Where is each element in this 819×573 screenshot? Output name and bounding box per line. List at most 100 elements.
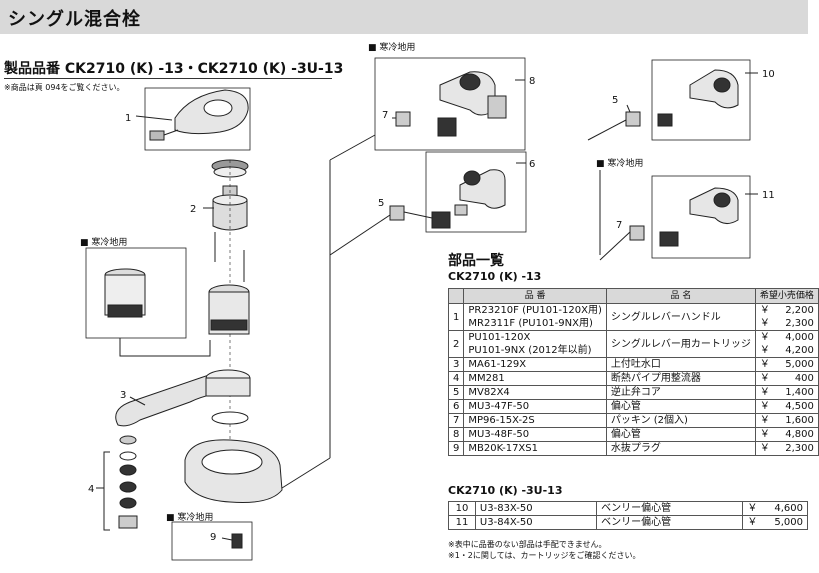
price-value: 5,000 [785,359,814,370]
part-code: MB20K-17XS1 [463,441,607,456]
part-no: 2 [447,330,465,358]
eccentric-pipe-6 [431,169,506,229]
price-line: ￥1,600 [760,414,814,427]
price-line: ￥ 2,200 [760,304,814,317]
part-no: 3 [447,357,465,372]
part-code: U3-83X-50 [474,501,598,516]
cartridge-part [211,159,249,231]
part-name: パッキン (2個入) [605,413,756,428]
model-label-1: CK2710 (K) -13 [448,270,542,283]
callout-2: 2 [190,204,196,215]
part-name: 上付吐水口 [605,357,756,372]
price-value: 4,000 [785,332,814,343]
part-price: ￥4,500 [754,399,819,414]
part-price: ￥1,400 [754,385,819,400]
yen-symbol: ￥ [759,332,770,343]
part-code-line: MB20K-17XS1 [468,443,538,454]
part-name: 水抜プラグ [605,441,756,456]
part-no: 5 [447,385,465,400]
footnote-2: ※1・2に関しては、カートリッジをご確認ください。 [448,551,641,560]
callout-6: 6 [529,159,535,170]
part-code-line: U3-83X-50 [479,503,533,514]
callout-9: 9 [210,532,216,543]
parts-heading: 部品一覧 [448,253,504,269]
part-no: 8 [447,427,465,442]
yen-symbol: ￥ [759,373,770,384]
handle-part [149,89,249,141]
part-code-line: MA61-129X [468,359,527,370]
price-value: 4,500 [785,401,814,412]
part-name: 偏心管 [605,427,756,442]
yen-symbol: ￥ [759,415,770,426]
callout-10: 10 [762,69,775,80]
part-price: ￥5,000 [742,515,808,530]
part-name: 逆止弁コア [605,385,756,400]
price-line: ￥4,800 [760,428,814,441]
yen-symbol: ￥ [759,387,770,398]
part-code-line: U3-84X-50 [479,517,533,528]
yen-symbol: ￥ [759,429,770,440]
base-part [184,439,283,503]
price-value: 4,200 [785,345,814,356]
price-value: 2,200 [785,305,814,316]
eccentric-pipe-8 [437,71,507,137]
part-code: MU3-48F-50 [463,427,607,442]
part-name: 偏心管 [605,399,756,414]
part-code-line: MV82X4 [468,387,510,398]
part-code: MP96-15X-2S [463,413,607,428]
cold-label-left: ■ 寒冷地用 [80,236,127,248]
yen-symbol: ￥ [759,359,770,370]
part-no: 9 [447,441,465,456]
price-line: ￥4,500 [760,400,814,413]
price-value: 2,300 [785,318,814,329]
cold-label-8: ■ 寒冷地用 [368,41,415,53]
price-line: ￥4,600 [747,502,803,515]
price-line: ￥2,300 [760,442,814,455]
part-code: MU3-47F-50 [463,399,607,414]
part-code-line: MU3-48F-50 [468,429,530,440]
footnote-1: ※表中に品番のない部品は手配できません。 [448,540,607,549]
part-name: ベンリー偏心管 [596,515,744,530]
col-code: 品 番 [463,288,607,304]
part-price: ￥ 400 [754,371,819,386]
callout-5b: 5 [612,95,618,106]
callout-5a: 5 [378,198,384,209]
part-price: ￥ 5,000 [754,357,819,372]
price-value: 400 [794,373,814,384]
eccentric-pipe-10 [657,69,739,127]
part-price: ￥2,300 [754,441,819,456]
yen-symbol: ￥ [747,517,758,528]
part-no: 4 [447,371,465,386]
part-no: 11 [448,515,476,530]
col-price: 希望小売価格 [754,288,819,304]
price-value: 4,600 [774,503,803,514]
page-header: シングル混合栓 [0,0,808,34]
part-code: MV82X4 [463,385,607,400]
callout-4: 4 [88,484,94,495]
callout-11: 11 [762,190,775,201]
price-value: 2,300 [785,443,814,454]
callout-8: 8 [529,76,535,87]
yen-symbol: ￥ [759,305,770,316]
part-name: シングルレバーハンドル [605,303,756,331]
price-line: ￥1,400 [760,386,814,399]
model-label-2: CK2710 (K) -3U-13 [448,484,563,497]
price-line: ￥2,300 [760,317,814,330]
part-code-line: PR23210F (PU101-120X用) [468,305,602,316]
callout-7b: 7 [616,220,622,231]
part-price: ￥1,600 [754,413,819,428]
part-no: 7 [447,413,465,428]
product-note: ※商品は頁 094をご覧ください。 [4,83,125,92]
